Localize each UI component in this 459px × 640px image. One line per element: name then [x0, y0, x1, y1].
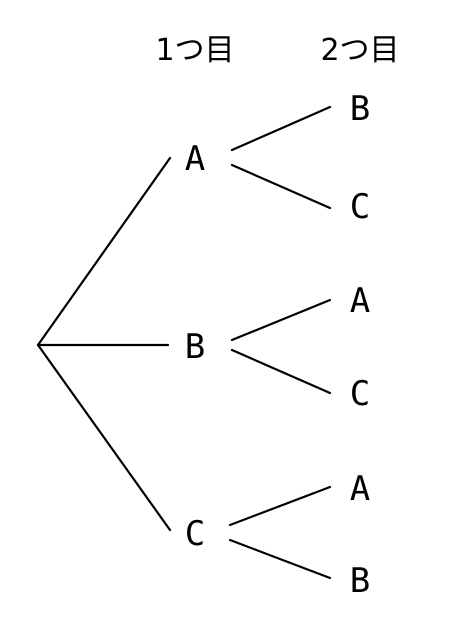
header-second: 2つ目: [320, 33, 399, 68]
header-first: 1つ目: [155, 33, 234, 68]
node-first-3: C: [185, 514, 205, 554]
node-first-1: A: [185, 139, 205, 179]
edge-first-3-to-second-2: [228, 538, 332, 580]
edge-root-to-first-3: [36, 343, 172, 532]
edge-root-to-first-1: [36, 156, 172, 347]
edge-first-2-to-second-2: [230, 348, 332, 395]
edge-first-3-to-second-1: [228, 485, 332, 527]
node-second-3-2: B: [350, 561, 370, 601]
node-first-2: B: [185, 327, 205, 367]
node-second-1-2: C: [350, 187, 370, 227]
edge-first-2-to-second-1: [230, 298, 332, 342]
node-second-2-1: A: [350, 281, 370, 321]
edge-first-1-to-second-2: [230, 163, 332, 210]
node-second-1-1: B: [350, 89, 370, 129]
node-second-3-1: A: [350, 469, 370, 509]
edge-first-1-to-second-1: [230, 105, 332, 152]
node-second-2-2: C: [350, 374, 370, 414]
